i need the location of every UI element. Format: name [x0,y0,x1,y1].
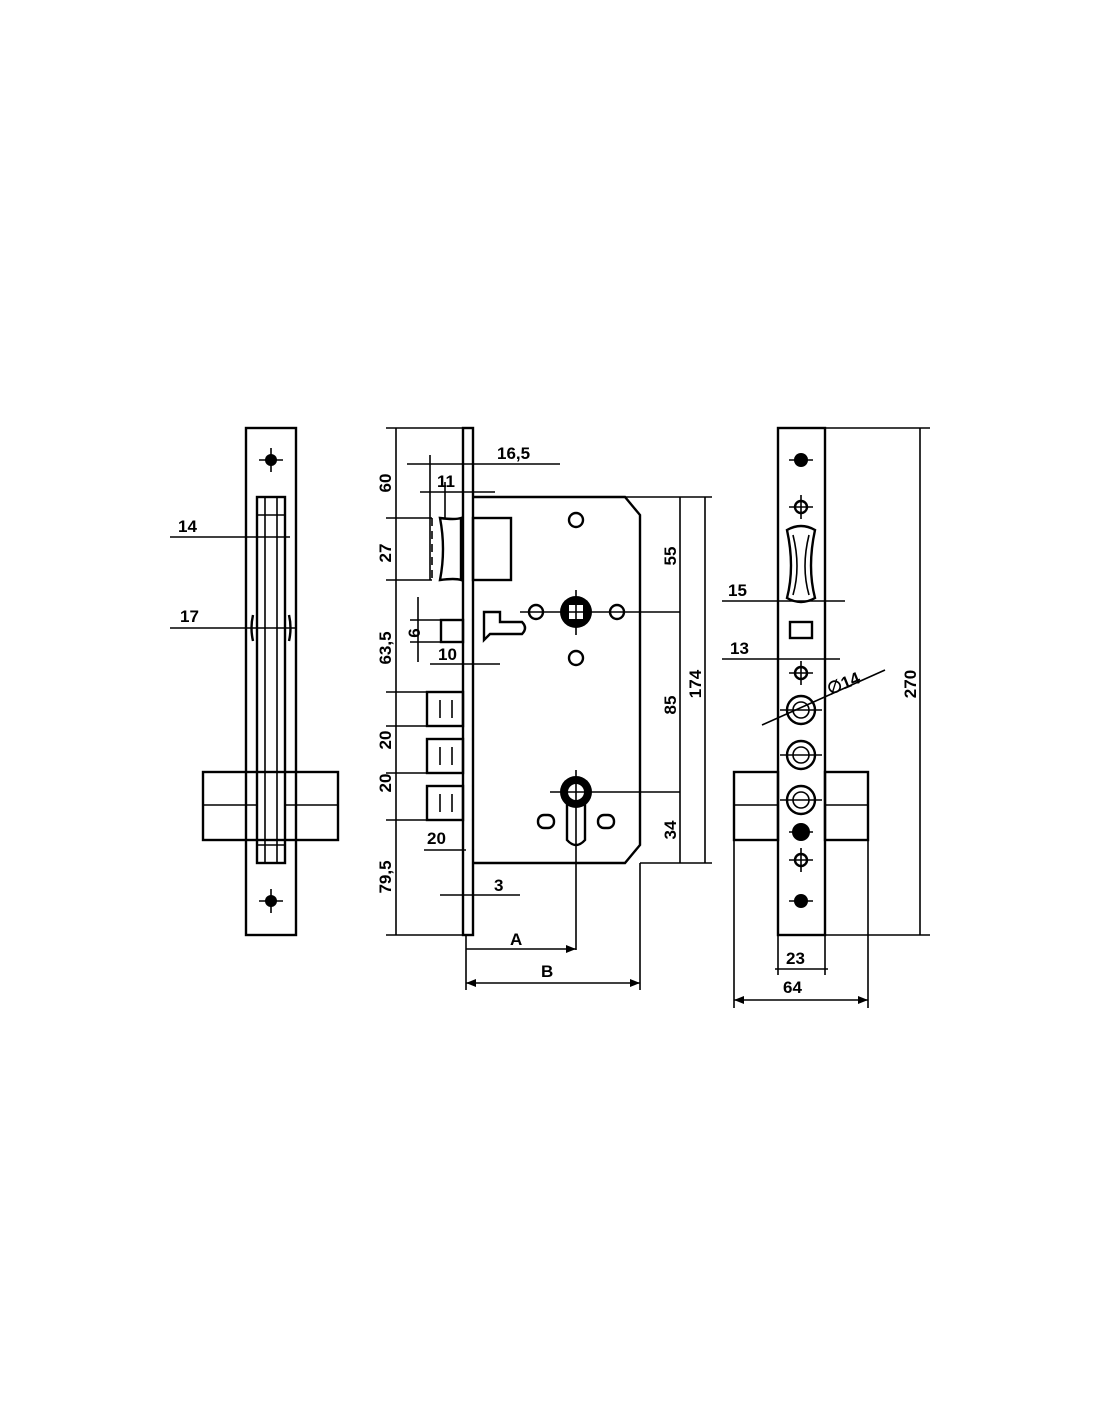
middle-body-view: 60 27 63,5 20 20 79,5 16,5 11 6 10 20 3 … [376,426,712,990]
latch-bolt [438,516,463,582]
dim-15: 15 [728,581,747,600]
dim-23: 23 [786,949,805,968]
right-front-view: 15 13 ∅14 270 23 64 [722,426,930,1008]
front-latch-opening [785,524,817,604]
dim-270: 270 [901,670,920,698]
dim-A: A [510,930,522,949]
dim-174: 174 [686,669,705,698]
dim-17: 17 [180,607,199,626]
dim-20-a: 20 [376,731,395,750]
dim-60: 60 [376,474,395,493]
dim-85: 85 [661,696,680,715]
small-latch [439,618,465,644]
dim-63-5: 63,5 [376,631,395,664]
front-screw-5-icon [789,848,813,872]
left-side-view: 14 17 [170,426,340,937]
dim-dia-14: ∅14 [824,668,863,698]
left-faceplate [244,426,298,937]
front-screw-2-icon [789,495,813,519]
left-screw-bottom-icon [259,889,283,913]
dim-6: 6 [405,628,424,637]
front-screw-top-icon [789,453,813,467]
latch-box [471,516,513,582]
cylinder-screw-left-icon [536,813,556,830]
dim-11: 11 [437,472,455,491]
dim-14: 14 [178,517,197,536]
dim-64: 64 [783,978,802,997]
lock-case [473,495,642,865]
middle-faceplate [461,426,475,937]
left-bolt-block [201,770,340,842]
dim-20-b: 20 [376,774,395,793]
dim-79-5: 79,5 [376,860,395,893]
dim-55: 55 [661,547,680,566]
left-screw-top-icon [259,448,283,472]
lever [482,610,527,643]
dim-13: 13 [730,639,749,658]
dim-16-5: 16,5 [497,444,530,463]
dim-10: 10 [438,645,457,664]
front-screw-3-icon [789,661,813,685]
case-hole-top-icon [567,511,585,529]
front-small-latch [788,620,814,640]
left-bolt-bar [255,495,287,865]
dim-3: 3 [494,876,503,895]
deadbolt-2 [425,737,465,775]
front-screw-4-icon [789,823,813,841]
deadbolt-1 [425,690,465,728]
dim-B: B [541,962,553,981]
front-faceplate [776,426,827,937]
dim-34: 34 [661,820,680,839]
dim-27: 27 [376,544,395,563]
front-bolt-right [823,770,870,842]
front-screw-bottom-icon [789,894,813,908]
cylinder-screw-right-icon [596,813,616,830]
deadbolt-3 [425,784,465,822]
dim-20-width: 20 [427,829,446,848]
front-bolt-left [732,770,780,842]
case-hole-mid-icon [567,649,585,667]
